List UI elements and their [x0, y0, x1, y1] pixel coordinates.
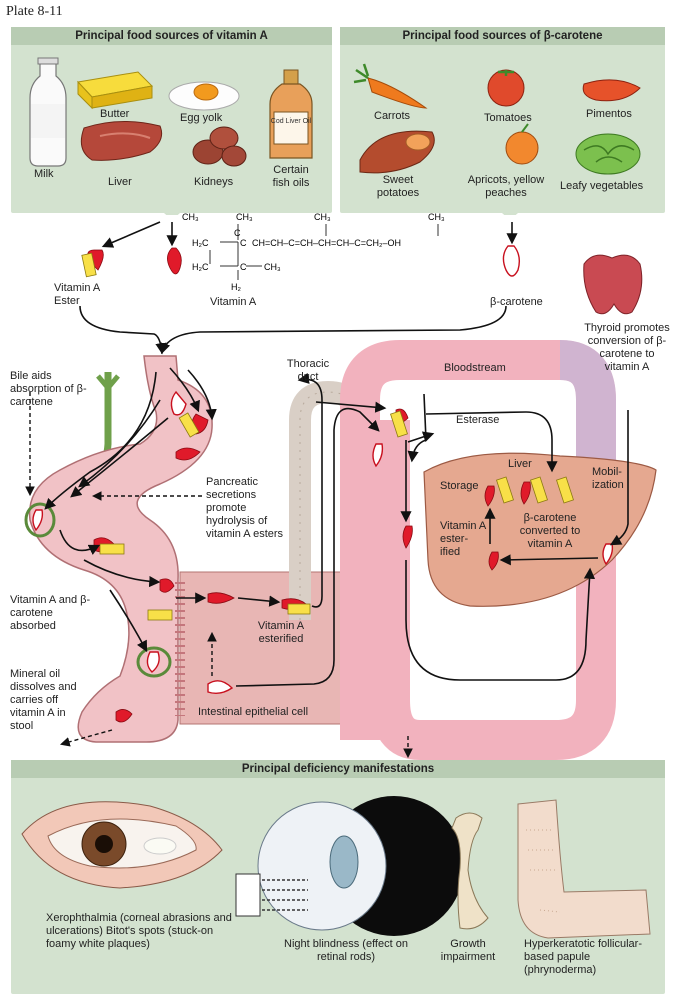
plate-number: Plate 8-11	[6, 4, 63, 19]
converted-label: β-carotene converted to vitamin A	[519, 512, 581, 550]
methyl-b: CH₃	[236, 212, 253, 222]
leafy-vegetables-label: Leafy vegetables	[560, 180, 644, 192]
thyroid-gland-icon	[583, 254, 643, 315]
vitamin-a-label: Vitamin A	[210, 296, 257, 308]
sweet-potatoes-label: Sweet potatoes	[376, 174, 420, 199]
xerophthalmia-eye-icon	[21, 801, 223, 889]
methyl-d: CH₃	[428, 212, 445, 222]
storage-label: Storage	[440, 480, 479, 492]
deficiency-title: Principal deficiency manifestations	[11, 760, 665, 778]
absorbed-label: Vitamin A and β-carotene absorbed	[10, 594, 91, 632]
ring-carbon-a: C	[234, 228, 241, 238]
thyroid-label: Thyroid promotes conversion of β-caroten…	[584, 322, 670, 373]
growth-label: Growth impairment	[440, 938, 496, 963]
carrots-label: Carrots	[374, 110, 411, 122]
thoracic-duct-label: Thoracic duct	[286, 358, 330, 383]
egg-yolk-label: Egg yolk	[180, 112, 223, 124]
butter-icon	[76, 71, 154, 110]
phrynoderma-elbow-icon	[517, 799, 651, 939]
liver-label: Liver	[508, 458, 532, 470]
xerophthalmia-label: Xerophthalmia (corneal abrasions and ulc…	[46, 912, 232, 950]
food-illustrations: Cod Liver Oil	[29, 57, 641, 215]
cod-liver-oil-bottle-icon	[269, 69, 313, 159]
sweet-potato-icon	[359, 130, 435, 174]
deficiency-illustrations	[21, 796, 651, 939]
cell-esterified-label: Vitamin A esterified	[257, 620, 305, 645]
kidneys-icon	[192, 126, 247, 167]
ring-carbon-c: C	[240, 262, 247, 272]
liver-esterified-label: Vitamin A ester- ified	[440, 520, 486, 558]
epithelial-cell-label: Intestinal epithelial cell	[198, 706, 309, 718]
kidneys-label: Kidneys	[194, 176, 234, 188]
vitamin-a-molecule: CH₃ CH₃ CH₃ CH₃ CH₃ H₂C H₂C H₂ C C C CH=…	[182, 212, 445, 292]
ring-h2c-b: H₂C	[192, 262, 209, 272]
vitamin-a-sources-title: Principal food sources of vitamin A	[11, 27, 332, 45]
growth-bone-icon	[451, 812, 489, 930]
pimentos-label: Pimentos	[586, 108, 632, 120]
milk-bottle-icon	[29, 57, 67, 167]
mobilization-label: Mobil- ization	[592, 466, 624, 491]
polyene-chain: CH=CH–C=CH–CH=CH–C=CH₂–OH	[252, 238, 401, 248]
liver-food-label: Liver	[108, 176, 132, 188]
mineral-oil-label: Mineral oil dissolves and carries off vi…	[10, 668, 77, 732]
pancreatic-label: Pancreatic secretions promote hydrolysis…	[206, 476, 284, 540]
esterase-label: Esterase	[456, 414, 500, 426]
bile-label: Bile aids absorption of β-carotene	[10, 370, 87, 408]
carrot-icon	[353, 63, 428, 109]
beta-carotene-sources-panel: Principal food sources of β-carotene	[340, 27, 665, 213]
apricots-label: Apricots, yellow peaches	[467, 174, 545, 199]
methyl-e: CH₃	[264, 262, 281, 272]
beta-carotene-label: β-carotene	[490, 296, 543, 308]
butter-label: Butter	[100, 108, 130, 120]
epithelial-cell-block	[179, 571, 347, 725]
egg-yolk-icon	[168, 81, 240, 111]
night-blindness-label: Night blindness (effect on retinal rods)	[284, 938, 408, 963]
ring-carbon-b: C	[240, 238, 247, 248]
bloodstream-label: Bloodstream	[444, 362, 506, 374]
tomato-icon	[487, 69, 525, 107]
night-blindness-icon	[235, 796, 464, 936]
beta-carotene-sources-title: Principal food sources of β-carotene	[340, 27, 665, 45]
hyperkeratotic-label: Hyperkeratotic follicular-based papule (…	[524, 938, 642, 976]
fish-oils-label: Certain fish oils	[272, 164, 310, 189]
absorption-diagram	[24, 221, 657, 760]
methyl-c: CH₃	[314, 212, 331, 222]
leafy-vegetables-icon	[575, 133, 641, 175]
liver-organ	[423, 452, 657, 607]
liver-meat-icon	[80, 120, 163, 161]
milk-label: Milk	[34, 168, 54, 180]
tomatoes-label: Tomatoes	[484, 112, 532, 124]
ring-h2c-a: H₂C	[192, 238, 209, 248]
pimentos-icon	[582, 79, 641, 102]
ring-h2: H₂	[231, 282, 241, 292]
apricot-icon	[505, 123, 539, 165]
methyl-a: CH₃	[182, 212, 199, 222]
bottle-label-line: Cod Liver Oil	[271, 118, 312, 125]
vitamin-a-ester-label: Vitamin A Ester	[54, 282, 100, 307]
